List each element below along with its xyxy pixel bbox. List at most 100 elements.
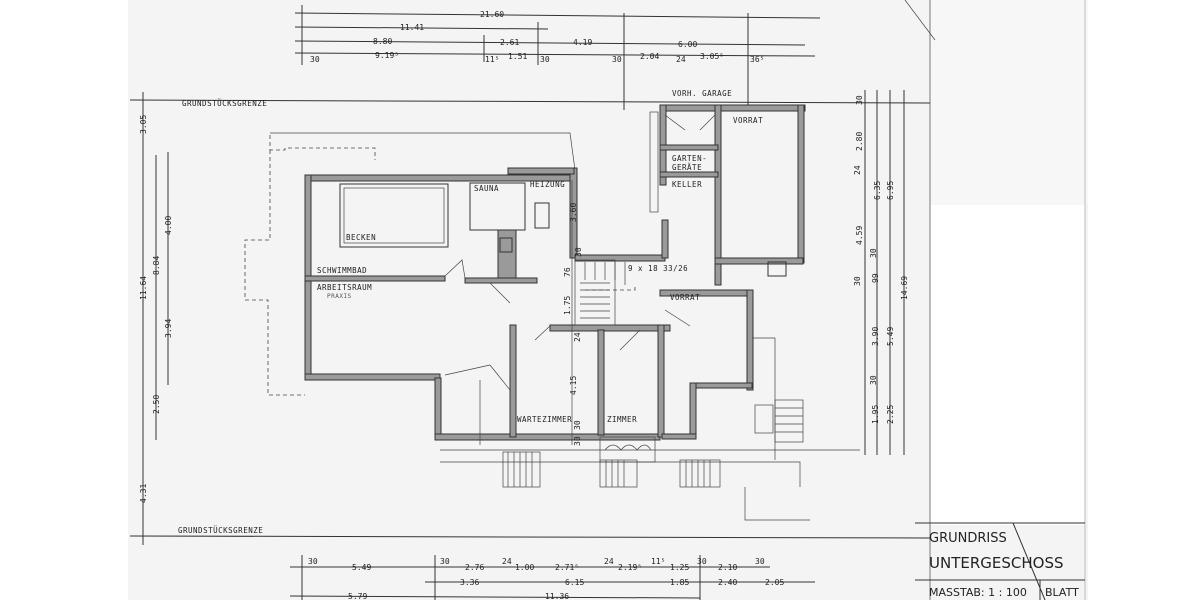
dim-label: 30 <box>310 55 320 64</box>
dim-label: 30 <box>308 557 318 566</box>
dim-label: 3.36 <box>460 578 479 587</box>
dim-label: 24 <box>604 557 614 566</box>
dim-label: 24 <box>676 55 686 64</box>
dim-label: 4.59 <box>855 226 864 245</box>
dim-label: 30 <box>755 557 765 566</box>
title-line-2: UNTERGESCHOSS <box>929 554 1064 572</box>
room-label-vorrat-top: VORRAT <box>733 116 763 125</box>
room-label-vorh-garage: VORH. GARAGE <box>672 89 732 98</box>
dim-label: 24 <box>502 557 512 566</box>
dim-label: 11⁵ <box>485 55 499 64</box>
room-label-becken: BECKEN <box>346 233 376 242</box>
pool-basin <box>339 183 449 248</box>
dim-label: 8.84 <box>152 256 161 275</box>
boundary-label-bottom: GRUNDSTÜCKSGRENZE <box>178 526 263 535</box>
dim-label: 5.49 <box>352 563 371 572</box>
dim-label: 30 <box>855 95 864 105</box>
dim-label: 2.19⁵ <box>618 563 642 572</box>
paper-right-panel <box>930 0 1088 205</box>
dim-label: 1.25 <box>670 563 689 572</box>
dim-label: 76 <box>563 267 572 277</box>
sheet-label: BLATT <box>1045 586 1079 599</box>
boiler <box>534 202 550 229</box>
dim-label: 1.95 <box>871 405 880 424</box>
dim-label: 3.94 <box>164 319 173 338</box>
top-dimension-chain: 21.60 11.41 8.80 2.61 4.19 6.00 30 9.19⁵… <box>294 5 821 110</box>
dim-label: 30 <box>853 276 862 286</box>
dim-label: 30 <box>869 375 878 385</box>
terrace-outline <box>270 132 576 171</box>
room-label-zimmer: ZIMMER <box>607 415 637 424</box>
dim-label: 36⁵ <box>750 55 764 64</box>
room-label-gartengeraete: GARTEN- <box>672 154 707 163</box>
room-label-schwimmbad: SCHWIMMBAD <box>317 266 367 275</box>
dim-label: 24 <box>573 332 582 342</box>
dim-label: 30 <box>612 55 622 64</box>
dim-label: 3.05⁵ <box>700 52 724 61</box>
dim-label: 6.15 <box>565 578 584 587</box>
dim-label: 30 <box>573 420 582 430</box>
dim-label: 9.19⁵ <box>375 51 399 60</box>
dim-label: 2.71⁵ <box>555 563 579 572</box>
dim-label: 2.05 <box>765 578 784 587</box>
dim-label: 2.40 <box>718 578 737 587</box>
dim-label: 30 <box>440 557 450 566</box>
dim-label: 4.00 <box>164 216 173 235</box>
dim-label: 2.04 <box>640 52 659 61</box>
dim-label: 30 <box>540 55 550 64</box>
dim-label: 2.10 <box>718 563 737 572</box>
room-label-arbeitsraum: ARBEITSRAUM <box>317 283 372 292</box>
dim-label: 11.41 <box>400 23 424 32</box>
dim-label: 2.80 <box>855 132 864 151</box>
room-label-vorrat-mid: VORRAT <box>670 293 700 302</box>
dim-label: 6.00 <box>678 40 697 49</box>
dim-label: 2.61 <box>500 38 519 47</box>
dim-label: 6.95 <box>886 181 895 200</box>
dim-label: 1.85 <box>670 578 689 587</box>
walls <box>304 104 806 441</box>
dim-label: 4.31 <box>139 484 148 503</box>
property-boundary-top: GRUNDSTÜCKSGRENZE <box>129 99 931 108</box>
dim-label: 2.50 <box>152 395 161 414</box>
dim-label: 3.60 <box>569 203 578 222</box>
dim-label: 30 <box>573 436 582 446</box>
room-label-heizung: HEIZUNG <box>530 180 565 189</box>
dim-label: 2.76 <box>465 563 484 572</box>
title-line-1: GRUNDRISS <box>929 531 1007 546</box>
interior-stair <box>574 259 626 326</box>
property-boundary-bottom: GRUNDSTÜCKSGRENZE <box>129 526 931 539</box>
dim-label: 30 <box>697 557 707 566</box>
dim-label: 2.25 <box>886 405 895 424</box>
dim-label: 4.19 <box>573 38 592 47</box>
dim-label: 5.49 <box>886 327 895 346</box>
room-label-gartengeraete-2: GERÄTE <box>672 163 702 172</box>
room-label-praxis: PRAXIS <box>327 293 352 300</box>
dim-label: 24 <box>853 165 862 175</box>
dim-label: 5.79 <box>348 592 367 600</box>
dim-label: 21.60 <box>480 10 504 19</box>
dim-label: 1.51 <box>508 52 527 61</box>
door-swings <box>444 114 716 391</box>
dim-label: 11⁵ <box>651 557 665 566</box>
dim-label: 1.00 <box>515 563 534 572</box>
paper-right-blank <box>930 205 1085 525</box>
stair-label: 9 x 18 33/26 <box>628 264 688 273</box>
dim-label: 4.15 <box>569 376 578 395</box>
dim-label: 3.90 <box>871 327 880 346</box>
dim-label: 11.36 <box>545 592 569 600</box>
dim-label: 99 <box>871 273 880 283</box>
right-dimension-chain: 30 2.80 24 6.35 6.95 4.59 30 30 99 14.69… <box>853 90 909 455</box>
sauna-cabin <box>469 182 526 231</box>
dim-label: 11.64 <box>139 276 148 300</box>
room-label-keller: KELLER <box>672 180 702 189</box>
dim-label: 3.05 <box>139 115 148 134</box>
upper-floor-outline <box>244 135 376 396</box>
exterior-stairs <box>440 337 860 521</box>
left-dimension-chain: 3.05 11.64 8.84 4.00 3.94 2.50 4.31 <box>139 92 173 545</box>
dim-label: 6.35 <box>873 181 882 200</box>
title-block: GRUNDRISS UNTERGESCHOSS MASSTAB: 1 : 100… <box>915 522 1085 600</box>
dim-label: 30 <box>574 247 583 257</box>
boundary-label-top: GRUNDSTÜCKSGRENZE <box>182 99 267 108</box>
dim-label: 1.75 <box>563 296 572 315</box>
